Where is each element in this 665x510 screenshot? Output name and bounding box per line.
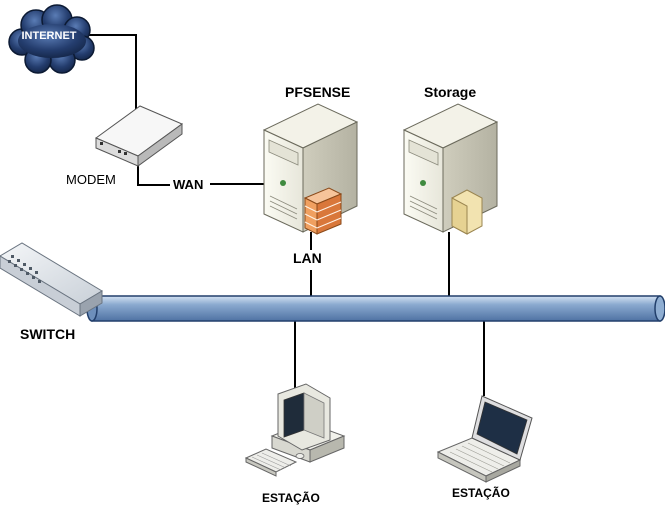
wan-label: WAN <box>173 177 204 192</box>
internet-modem-link <box>80 34 137 120</box>
folder-icon <box>451 189 483 235</box>
switch-label: SWITCH <box>20 326 76 342</box>
laptop-icon <box>436 395 533 483</box>
storage-label: Storage <box>424 84 477 100</box>
station1-label: ESTAÇÃO <box>262 491 320 505</box>
modem-firewall-link <box>137 166 170 186</box>
lan-label: LAN <box>293 250 322 266</box>
server-icon <box>402 103 499 233</box>
modem-label: MODEM <box>66 172 116 187</box>
internet-label: INTERNET <box>21 30 77 42</box>
station2-label: ESTAÇÃO <box>452 486 510 500</box>
cloud-icon <box>8 4 95 74</box>
pfsense-label: PFSENSE <box>285 84 351 100</box>
backbone-pipe <box>86 295 665 322</box>
modem-icon <box>94 105 184 167</box>
switch-icon <box>0 242 103 317</box>
links <box>80 34 485 396</box>
firewall-icon <box>303 187 343 235</box>
desktop-computer-icon <box>244 383 346 477</box>
